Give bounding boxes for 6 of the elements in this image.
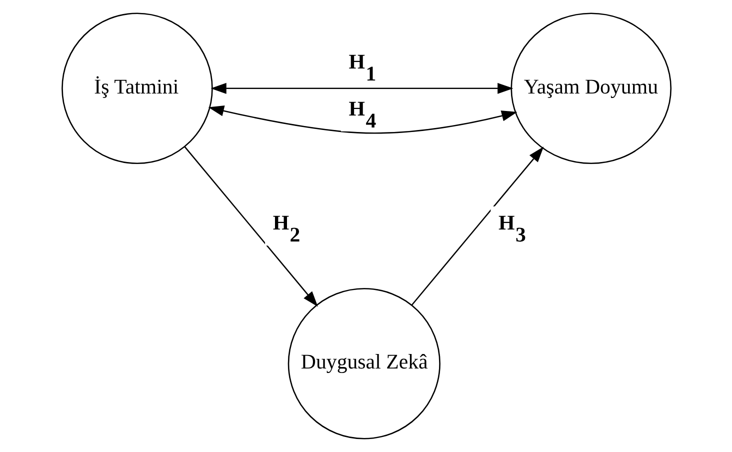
arrow bbox=[184, 146, 318, 307]
arrow bbox=[208, 105, 517, 134]
arrow bbox=[210, 82, 513, 94]
arrow bbox=[411, 146, 544, 306]
node-circle: İş Tatmini bbox=[61, 12, 212, 164]
node-circle: Duygusal Zekâ bbox=[287, 288, 440, 440]
